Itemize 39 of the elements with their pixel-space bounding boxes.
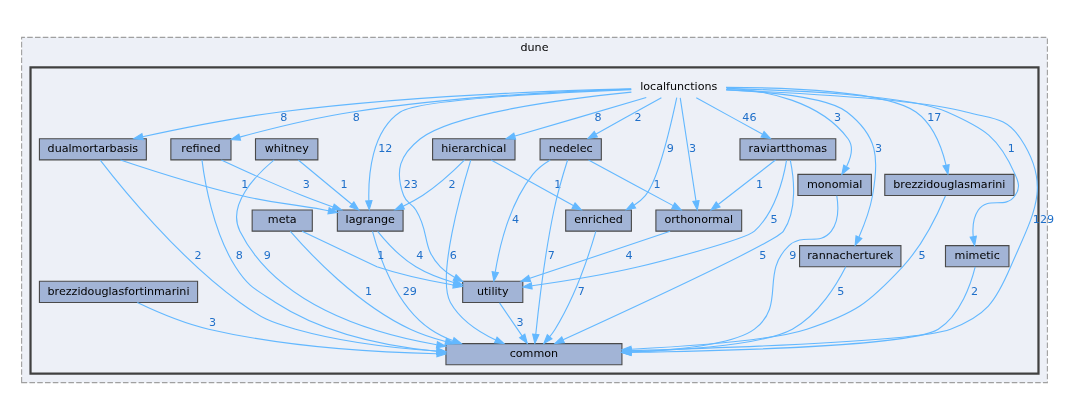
edge-label: 2 — [194, 248, 202, 262]
edge-label: 1 — [377, 248, 385, 262]
edge-label: 12 — [378, 141, 393, 155]
edge-label: 1 — [340, 177, 348, 191]
edge-label: 17 — [927, 110, 942, 124]
edge-label: 9 — [263, 248, 271, 262]
edge-label: 3 — [689, 141, 697, 155]
edge-label: 23 — [403, 177, 418, 191]
edge-label: 1 — [755, 177, 764, 191]
edge-label: 46 — [742, 110, 757, 124]
edge-label: 7 — [577, 284, 585, 298]
edge-label: 3 — [833, 110, 841, 124]
edge-label: 1 — [241, 177, 249, 191]
edge-label: 6 — [449, 248, 457, 262]
edge-label: 5 — [837, 284, 845, 298]
edge-label: 5 — [918, 248, 926, 262]
edge-label: 5 — [770, 212, 778, 226]
edge-label: 8 — [235, 248, 243, 262]
edge-label: 29 — [402, 284, 417, 298]
edge-label: 4 — [416, 248, 424, 262]
edge-label: 8 — [594, 110, 602, 124]
edge-label: 2 — [448, 177, 456, 191]
edge-label: 4 — [625, 248, 633, 262]
edge-label: 1 — [1007, 141, 1015, 155]
edge-label: 3 — [302, 177, 310, 191]
edge-label: 2 — [970, 284, 978, 298]
edge-label: 8 — [352, 110, 360, 124]
edge-label: 4 — [512, 212, 520, 226]
edge-label: 8 — [280, 110, 288, 124]
edge-label: 1 — [653, 177, 661, 191]
edge-label: 2 — [634, 110, 642, 124]
edge-label: 9 — [789, 248, 797, 262]
edge-label: 1 — [365, 284, 373, 298]
edge-label: 3 — [209, 315, 217, 329]
edge-label: 7 — [547, 248, 555, 262]
edge-label: 9 — [666, 141, 674, 155]
edge-label: 3 — [516, 315, 524, 329]
edge-label: 5 — [759, 248, 767, 262]
edge-label: 3 — [875, 141, 883, 155]
